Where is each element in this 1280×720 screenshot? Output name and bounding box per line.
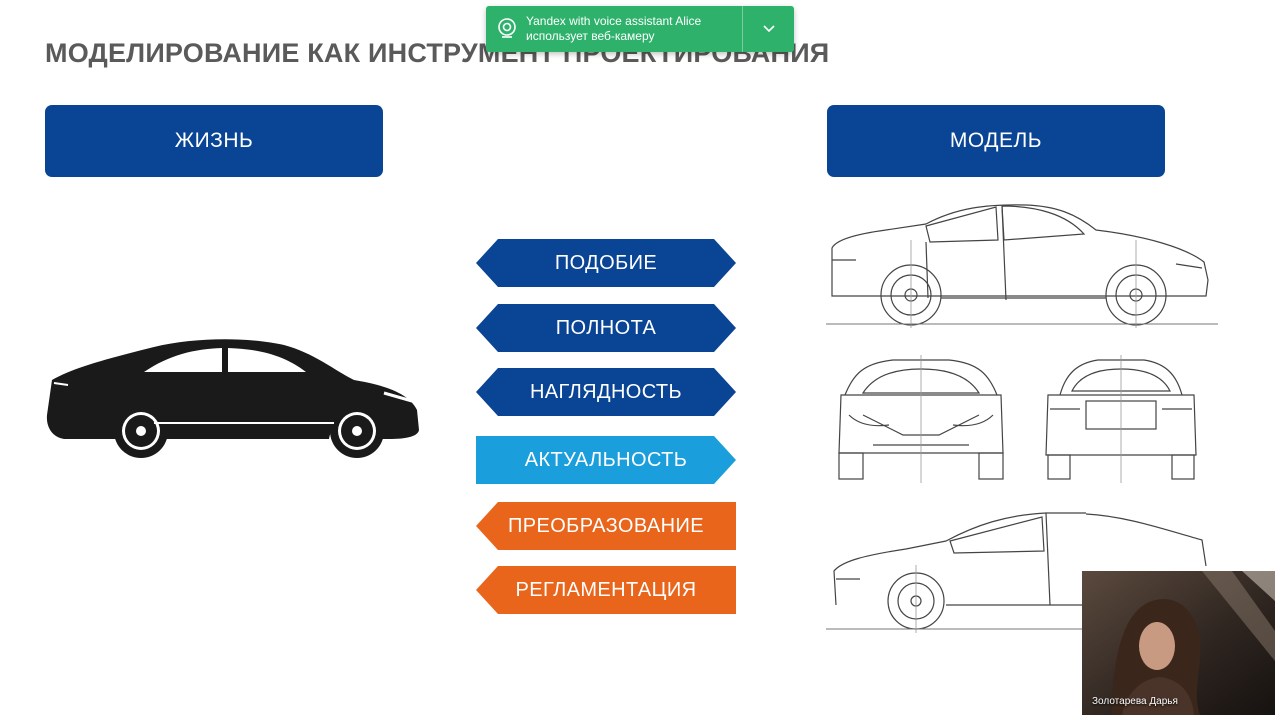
- car-silhouette-image: [46, 339, 420, 458]
- car-blueprint-side-view: [826, 204, 1218, 328]
- car-blueprint-front-view: [838, 355, 1004, 483]
- model-header: МОДЕЛЬ: [827, 105, 1165, 177]
- property-clarity: НАГЛЯДНОСТЬ: [476, 368, 736, 416]
- property-regulation: РЕГЛАМЕНТАЦИЯ: [476, 566, 736, 614]
- webcam-icon: [498, 18, 516, 38]
- participant-video-tile[interactable]: Золотарева Дарья: [1082, 571, 1275, 715]
- notification-expand-button[interactable]: [744, 6, 794, 52]
- notification-line2: использует веб-камеру: [526, 29, 655, 43]
- property-similarity: ПОДОБИЕ: [476, 239, 736, 287]
- webcam-notification[interactable]: Yandex with voice assistant Alice исполь…: [486, 6, 794, 52]
- car-blueprint-side-view-lower-front: [1086, 513, 1207, 567]
- participant-name: Золотарева Дарья: [1092, 696, 1178, 707]
- participant-video: [1082, 571, 1275, 715]
- chevron-down-icon: [763, 25, 775, 33]
- notification-line1: Yandex with voice assistant Alice: [526, 14, 702, 28]
- life-header: ЖИЗНЬ: [45, 105, 383, 177]
- car-blueprint-side-view-lower: [826, 512, 1086, 633]
- property-relevance: АКТУАЛЬНОСТЬ: [476, 436, 736, 484]
- car-blueprint-rear-view: [1045, 355, 1197, 483]
- property-transformation: ПРЕОБРАЗОВАНИЕ: [476, 502, 736, 550]
- notification-divider: [742, 6, 743, 52]
- property-completeness: ПОЛНОТА: [476, 304, 736, 352]
